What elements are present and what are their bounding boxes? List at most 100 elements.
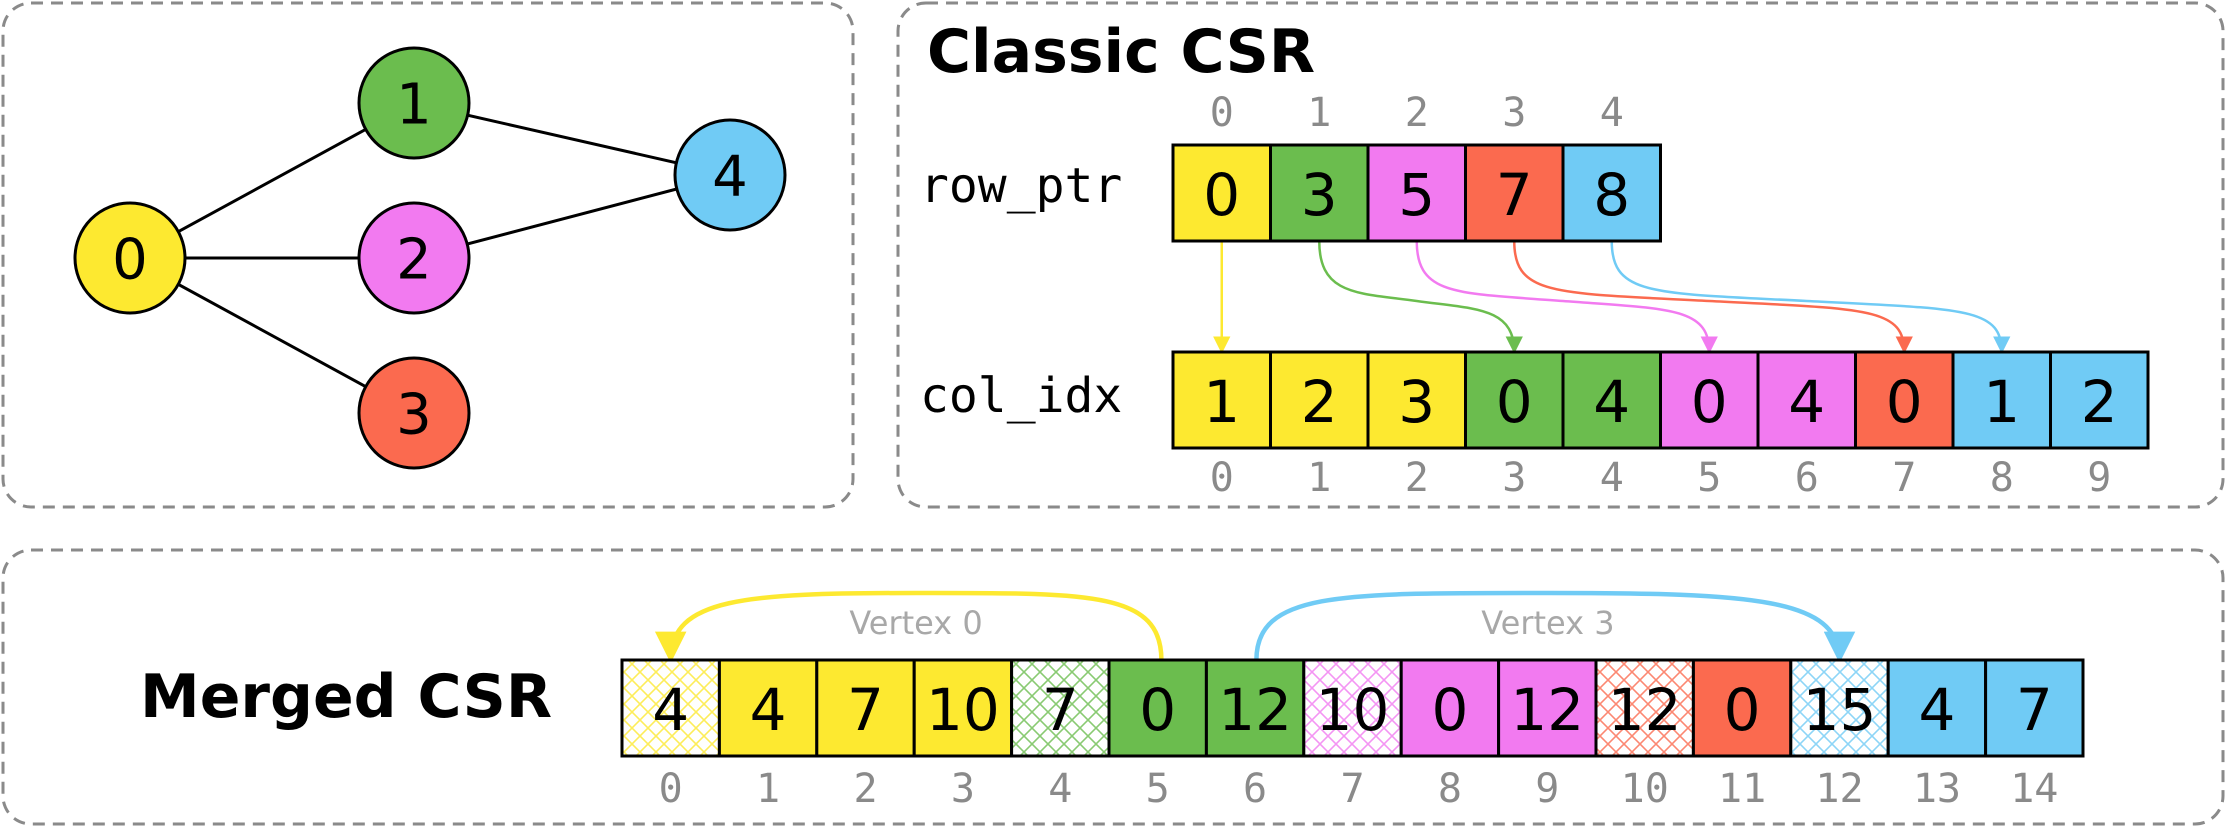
graph-node-4: 4 (673, 118, 787, 232)
classic-csr-panel (896, 1, 2225, 509)
merged-index: 10 (1621, 766, 1669, 812)
row-ptr-index: 2 (1405, 90, 1429, 136)
merged-cell-value: 12 (1608, 676, 1682, 744)
row-ptr-pointers (1213, 240, 2011, 354)
merged-cell: 0 (1107, 658, 1208, 758)
node-label: 3 (396, 383, 432, 448)
row-ptr-label: row_ptr (920, 158, 1122, 214)
merged-cell: 7 (1984, 658, 2085, 758)
merged-index: 14 (2010, 766, 2058, 812)
col-idx-cell-value: 3 (1398, 368, 1435, 436)
graph-panel (1, 1, 855, 509)
row-ptr-index: 1 (1307, 90, 1331, 136)
merged-cell-value: 0 (1431, 676, 1468, 744)
row-ptr-index: 0 (1210, 90, 1234, 136)
merged-cell: 0 (1691, 658, 1793, 758)
merged-cell-value: 12 (1218, 676, 1292, 744)
col-idx-cell-value: 4 (1788, 368, 1825, 436)
merged-index: 5 (1146, 766, 1170, 812)
row-ptr-cell: 8 (1561, 143, 1662, 243)
row-ptr-cell-value: 8 (1593, 161, 1630, 229)
merged-cell: 10 (1302, 658, 1403, 758)
merged-cell-value: 4 (750, 676, 787, 744)
merged-index: 9 (1535, 766, 1559, 812)
row-ptr-cell-value: 0 (1203, 161, 1240, 229)
row-ptr-cell-box (1561, 143, 1662, 243)
col-idx-cell-box (1464, 350, 1565, 450)
merged-cell-box (912, 658, 1014, 758)
row-ptr-index: 3 (1502, 90, 1526, 136)
col-idx-index: 4 (1600, 455, 1624, 501)
col-idx-cell-value: 4 (1593, 368, 1630, 436)
merged-cell-value: 7 (2016, 676, 2053, 744)
merged-cell-box (1984, 658, 2085, 758)
merged-link-arrow (654, 590, 1164, 664)
merged-cell-value: 12 (1510, 676, 1584, 744)
merged-cell-box (1107, 658, 1208, 758)
merged-csr-title: Merged CSR (140, 662, 552, 732)
merged-index: 7 (1340, 766, 1364, 812)
row-ptr-cell: 0 (1171, 143, 1272, 243)
merged-cell-value: 0 (1724, 676, 1761, 744)
merged-cell-value: 4 (1918, 676, 1955, 744)
graph-node-2: 2 (357, 201, 471, 315)
row-ptr-cell: 3 (1269, 143, 1370, 243)
pointer-arrow (1513, 240, 1913, 354)
col-idx-cell-box (1854, 350, 1955, 450)
col-idx-index: 2 (1405, 455, 1429, 501)
merged-cell-box (1302, 658, 1403, 758)
merged-index: 1 (756, 766, 780, 812)
col-idx-index: 0 (1210, 455, 1234, 501)
graph-node-0: 0 (73, 201, 187, 315)
merged-index: 12 (1815, 766, 1863, 812)
merged-cell: 7 (1010, 658, 1111, 758)
merged-index: 3 (951, 766, 975, 812)
merged-index: 4 (1048, 766, 1072, 812)
pointer-arrow (1415, 240, 1718, 354)
col-idx-index: 3 (1502, 455, 1526, 501)
merged-cell: 7 (815, 658, 916, 758)
row-ptr-cell: 5 (1366, 143, 1467, 243)
merged-cell-box (1594, 658, 1695, 758)
merged-cell-value: 0 (1139, 676, 1176, 744)
row-ptr-cell-value: 7 (1496, 161, 1533, 229)
col-idx-cell: 0 (1659, 350, 1760, 450)
merged-cell: 0 (1399, 658, 1501, 758)
merged-cell-value: 4 (652, 676, 689, 744)
merged-cell: 12 (1594, 658, 1695, 758)
merged-link-label: Vertex 0 (849, 604, 982, 642)
merged-index: 0 (659, 766, 683, 812)
col-idx-cell-value: 0 (1886, 368, 1923, 436)
merged-cell-box (815, 658, 916, 758)
col-idx-cell: 3 (1366, 350, 1467, 450)
merged-cell: 4 (620, 658, 721, 758)
node-label: 1 (396, 73, 432, 138)
node-label: 2 (396, 228, 432, 293)
row-ptr-cell-box (1269, 143, 1370, 243)
merged-link-arrow (1254, 590, 1856, 664)
row-ptr-cell: 7 (1464, 143, 1565, 243)
graph-node-1: 1 (357, 46, 471, 160)
merged-cell-value: 15 (1803, 676, 1877, 744)
col-idx-index: 9 (2087, 455, 2111, 501)
node-label: 4 (712, 145, 748, 210)
node-circle (357, 46, 471, 160)
merged-cell-box (1886, 658, 1988, 758)
merged-cell: 4 (1886, 658, 1988, 758)
col-idx-cell-box (1756, 350, 1857, 450)
merged-index: 11 (1718, 766, 1766, 812)
col-idx-index: 1 (1307, 455, 1331, 501)
merged-cell: 15 (1789, 658, 1890, 758)
node-circle (73, 201, 187, 315)
col-idx-cell: 2 (1269, 350, 1370, 450)
merged-index: 6 (1243, 766, 1267, 812)
graph: 0 1 2 3 4 (73, 46, 787, 470)
merged-cell-value: 7 (847, 676, 884, 744)
col-idx-index: 8 (1990, 455, 2014, 501)
row-ptr-index: 4 (1600, 90, 1624, 136)
col-idx-cell: 0 (1464, 350, 1565, 450)
